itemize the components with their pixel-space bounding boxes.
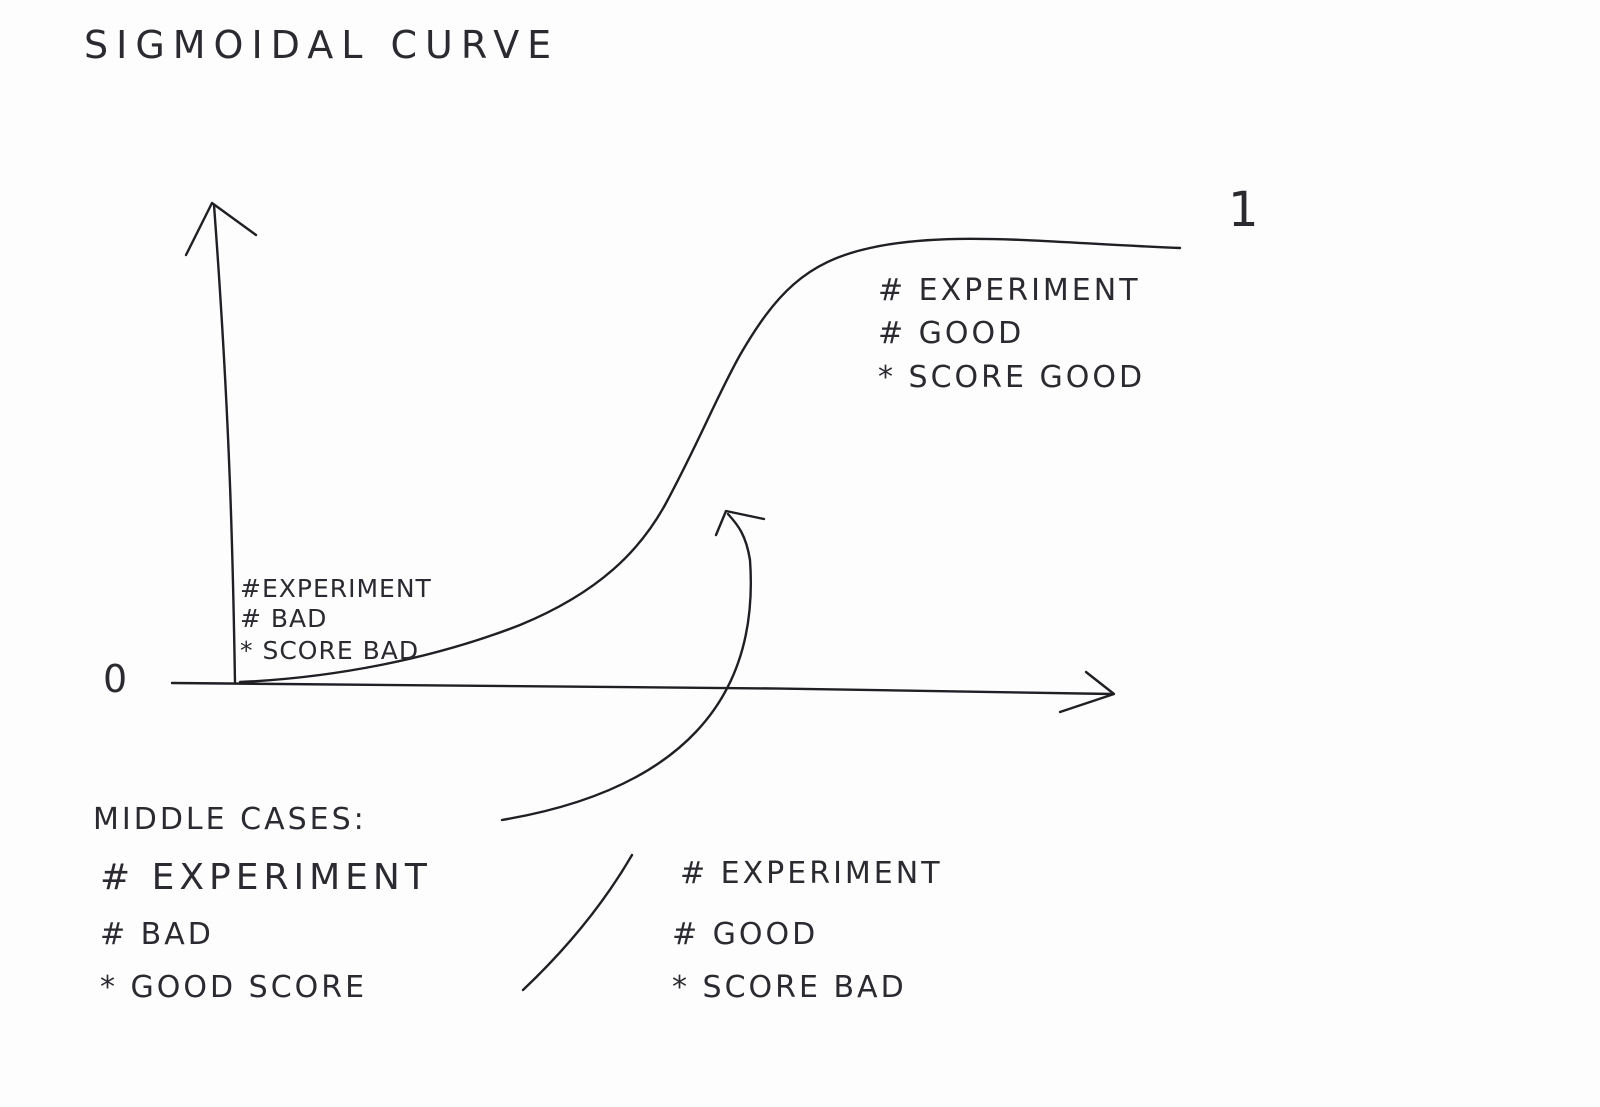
top-right-note-line-2: # GOOD [878, 316, 1024, 351]
y-axis [212, 203, 237, 685]
middle-left-case-line-2: # BAD [100, 917, 214, 952]
origin-label: 0 [103, 657, 130, 701]
bottom-left-note-line-3: * SCORE BAD [240, 636, 419, 665]
middle-cases-heading: MIDDLE CASES: [93, 802, 367, 837]
middle-right-case-line-1: # EXPERIMENT [680, 856, 943, 891]
top-right-note-line-3: * SCORE GOOD [878, 360, 1145, 395]
y-max-label: 1 [1228, 182, 1262, 238]
y-axis-arrowhead [184, 201, 258, 257]
page-title: SIGMOIDAL CURVE [84, 23, 559, 67]
bottom-left-note-line-2: # BAD [240, 604, 327, 633]
pointer-arrow [500, 512, 753, 822]
pointer-arrowhead [714, 509, 766, 537]
x-axis-arrowhead [1058, 670, 1116, 714]
middle-left-case-line-3: * GOOD SCORE [100, 970, 367, 1005]
middle-right-case-line-3: * SCORE BAD [672, 970, 907, 1005]
middle-left-case-line-1: # EXPERIMENT [100, 857, 432, 898]
sigmoid-curve [238, 237, 1182, 684]
x-axis [170, 681, 1114, 696]
case-divider [521, 853, 634, 992]
bottom-left-note-line-1: #EXPERIMENT [240, 574, 432, 603]
middle-right-case-line-2: # GOOD [672, 917, 818, 952]
top-right-note-line-1: # EXPERIMENT [878, 273, 1141, 308]
